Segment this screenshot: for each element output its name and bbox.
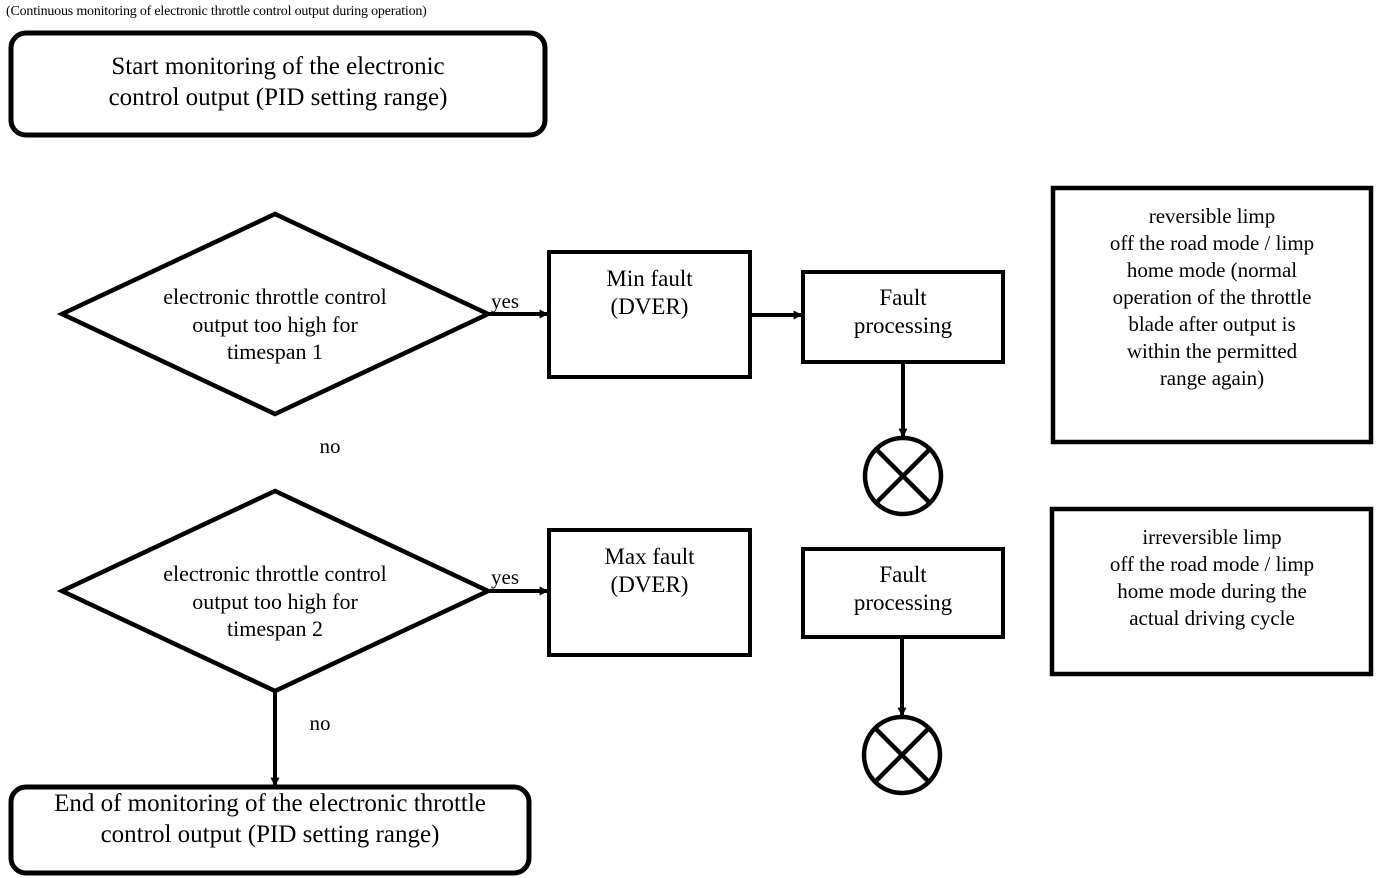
note-reversible-shape bbox=[1050, 185, 1374, 445]
min-fault-label: Min fault (DVER) bbox=[606, 266, 693, 320]
edge-yes-2-label: yes bbox=[491, 565, 519, 589]
min-fault-shape bbox=[547, 250, 752, 379]
note-irreversible-shape bbox=[1049, 506, 1374, 677]
fault-processing-1-shape bbox=[801, 270, 1005, 364]
note-irreversible-label: irreversible limp off the road mode / li… bbox=[1109, 525, 1315, 631]
diagram-caption: (Continuous monitoring of electronic thr… bbox=[6, 4, 427, 19]
crossed-circle-1-slash-b bbox=[874, 447, 932, 505]
max-fault-shape bbox=[547, 528, 752, 657]
crossed-circle-2-slash-b bbox=[873, 726, 931, 784]
decision-2-label: electronic throttle control output too h… bbox=[163, 561, 387, 641]
decision-1-label: electronic throttle control output too h… bbox=[163, 284, 387, 364]
start-node-shape bbox=[8, 30, 548, 138]
fault-processing-2-label: Fault processing bbox=[853, 562, 953, 616]
end-node-label: End of monitoring of the electronic thro… bbox=[54, 790, 486, 848]
fault-processing-1-label: Fault processing bbox=[853, 285, 953, 339]
end-node-shape bbox=[8, 784, 532, 876]
edge-yes-1-label: yes bbox=[491, 289, 519, 313]
start-node-label: Start monitoring of the electronic contr… bbox=[108, 53, 448, 111]
edge-no-1-label: no bbox=[319, 434, 341, 458]
note-reversible-label: reversible limp off the road mode / limp… bbox=[1109, 204, 1315, 391]
max-fault-label: Max fault (DVER) bbox=[604, 544, 695, 598]
edge-no-2-label: no bbox=[309, 711, 331, 735]
